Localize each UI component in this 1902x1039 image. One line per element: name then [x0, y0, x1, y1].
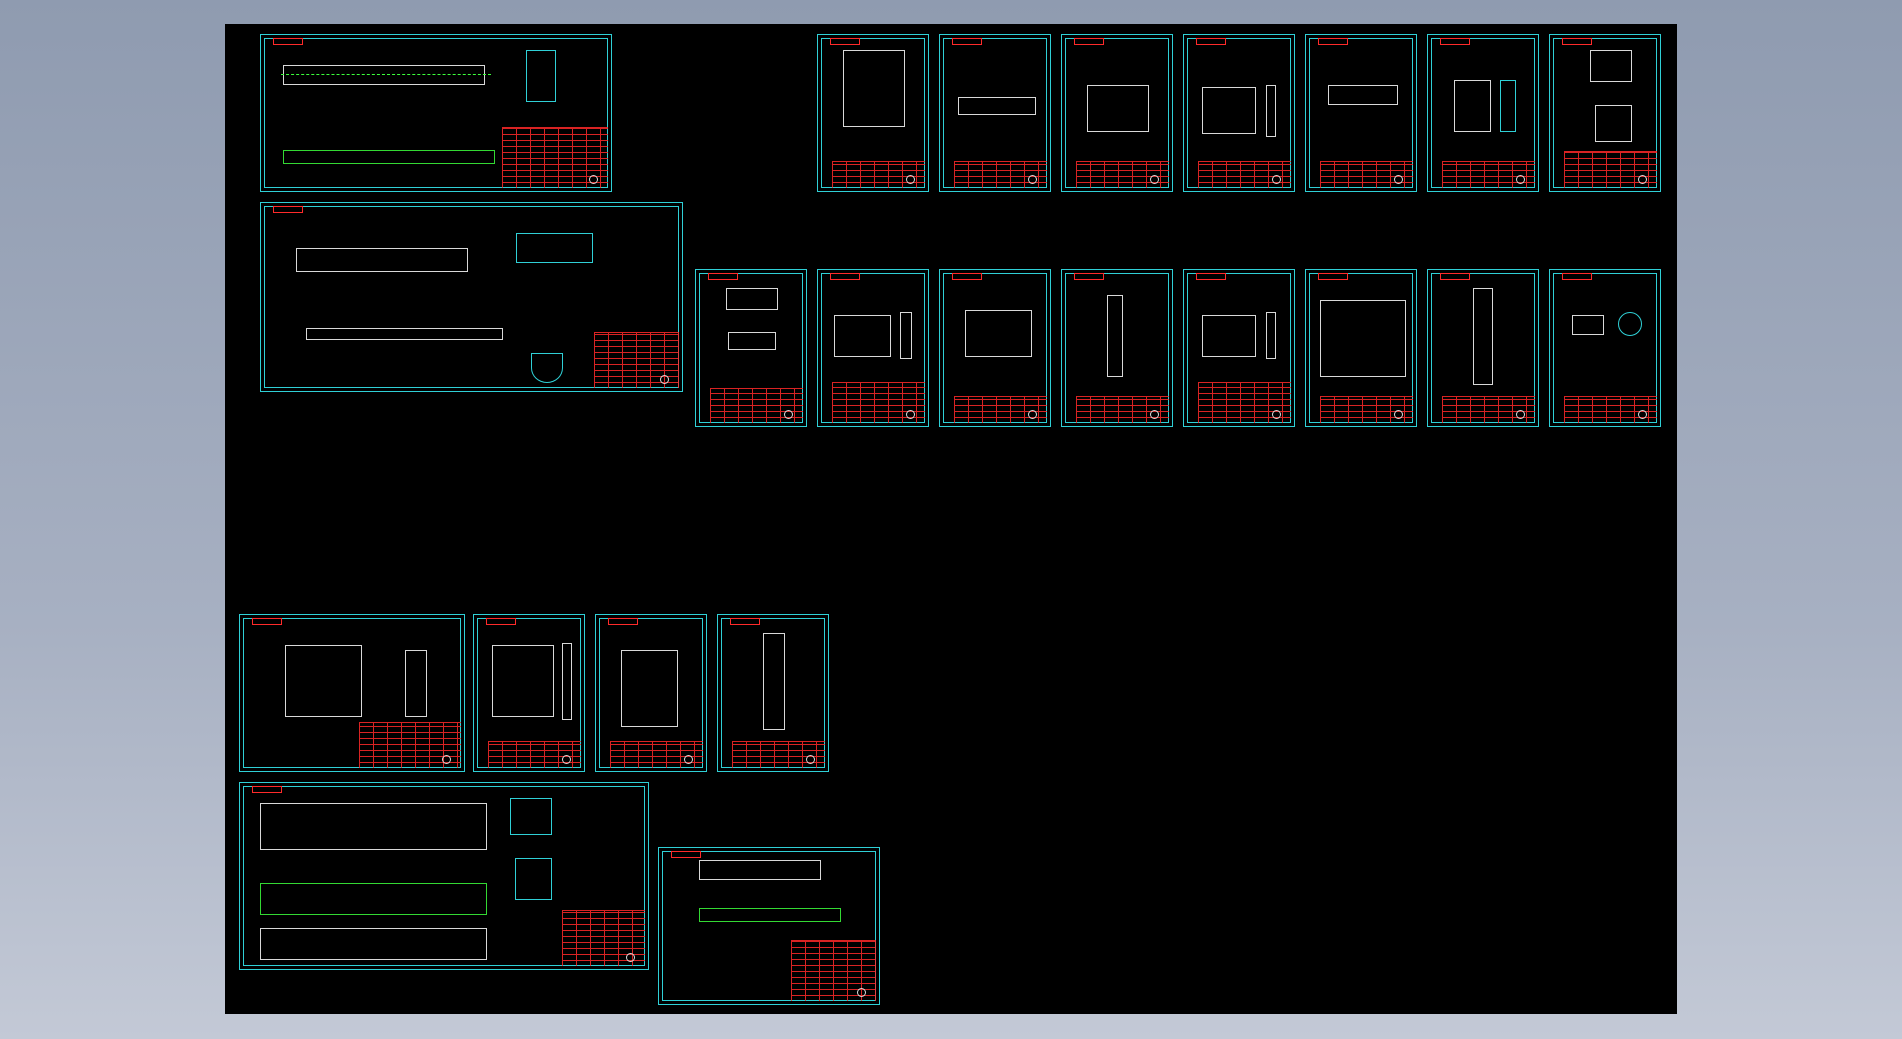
drawing-sheet-part-c4[interactable] — [717, 614, 829, 772]
drawing-sheet-part-a2[interactable] — [939, 34, 1051, 192]
drawing-viewport[interactable] — [225, 24, 1677, 1014]
drawing-sheet-part-a4[interactable] — [1183, 34, 1295, 192]
drawing-sheet-part-b7[interactable] — [1427, 269, 1539, 427]
drawing-sheet-assembly-1[interactable] — [260, 34, 612, 192]
drawing-sheet-assembly-2[interactable] — [260, 202, 683, 392]
drawing-sheet-part-a1[interactable] — [817, 34, 929, 192]
drawing-sheet-part-a5[interactable] — [1305, 34, 1417, 192]
drawing-sheet-part-b1[interactable] — [695, 269, 807, 427]
drawing-sheet-part-a7[interactable] — [1549, 34, 1661, 192]
drawing-sheet-assembly-4[interactable] — [658, 847, 880, 1005]
drawing-sheet-part-b4[interactable] — [1061, 269, 1173, 427]
drawing-sheet-assembly-3[interactable] — [239, 782, 649, 970]
drawing-sheet-part-b8[interactable] — [1549, 269, 1661, 427]
drawing-sheet-part-c1[interactable] — [239, 614, 465, 772]
drawing-sheet-part-b6[interactable] — [1305, 269, 1417, 427]
drawing-sheet-part-a6[interactable] — [1427, 34, 1539, 192]
drawing-sheet-part-c3[interactable] — [595, 614, 707, 772]
drawing-sheet-part-b2[interactable] — [817, 269, 929, 427]
drawing-sheet-part-c2[interactable] — [473, 614, 585, 772]
drawing-sheet-part-a3[interactable] — [1061, 34, 1173, 192]
drawing-sheet-part-b5[interactable] — [1183, 269, 1295, 427]
drawing-sheet-part-b3[interactable] — [939, 269, 1051, 427]
